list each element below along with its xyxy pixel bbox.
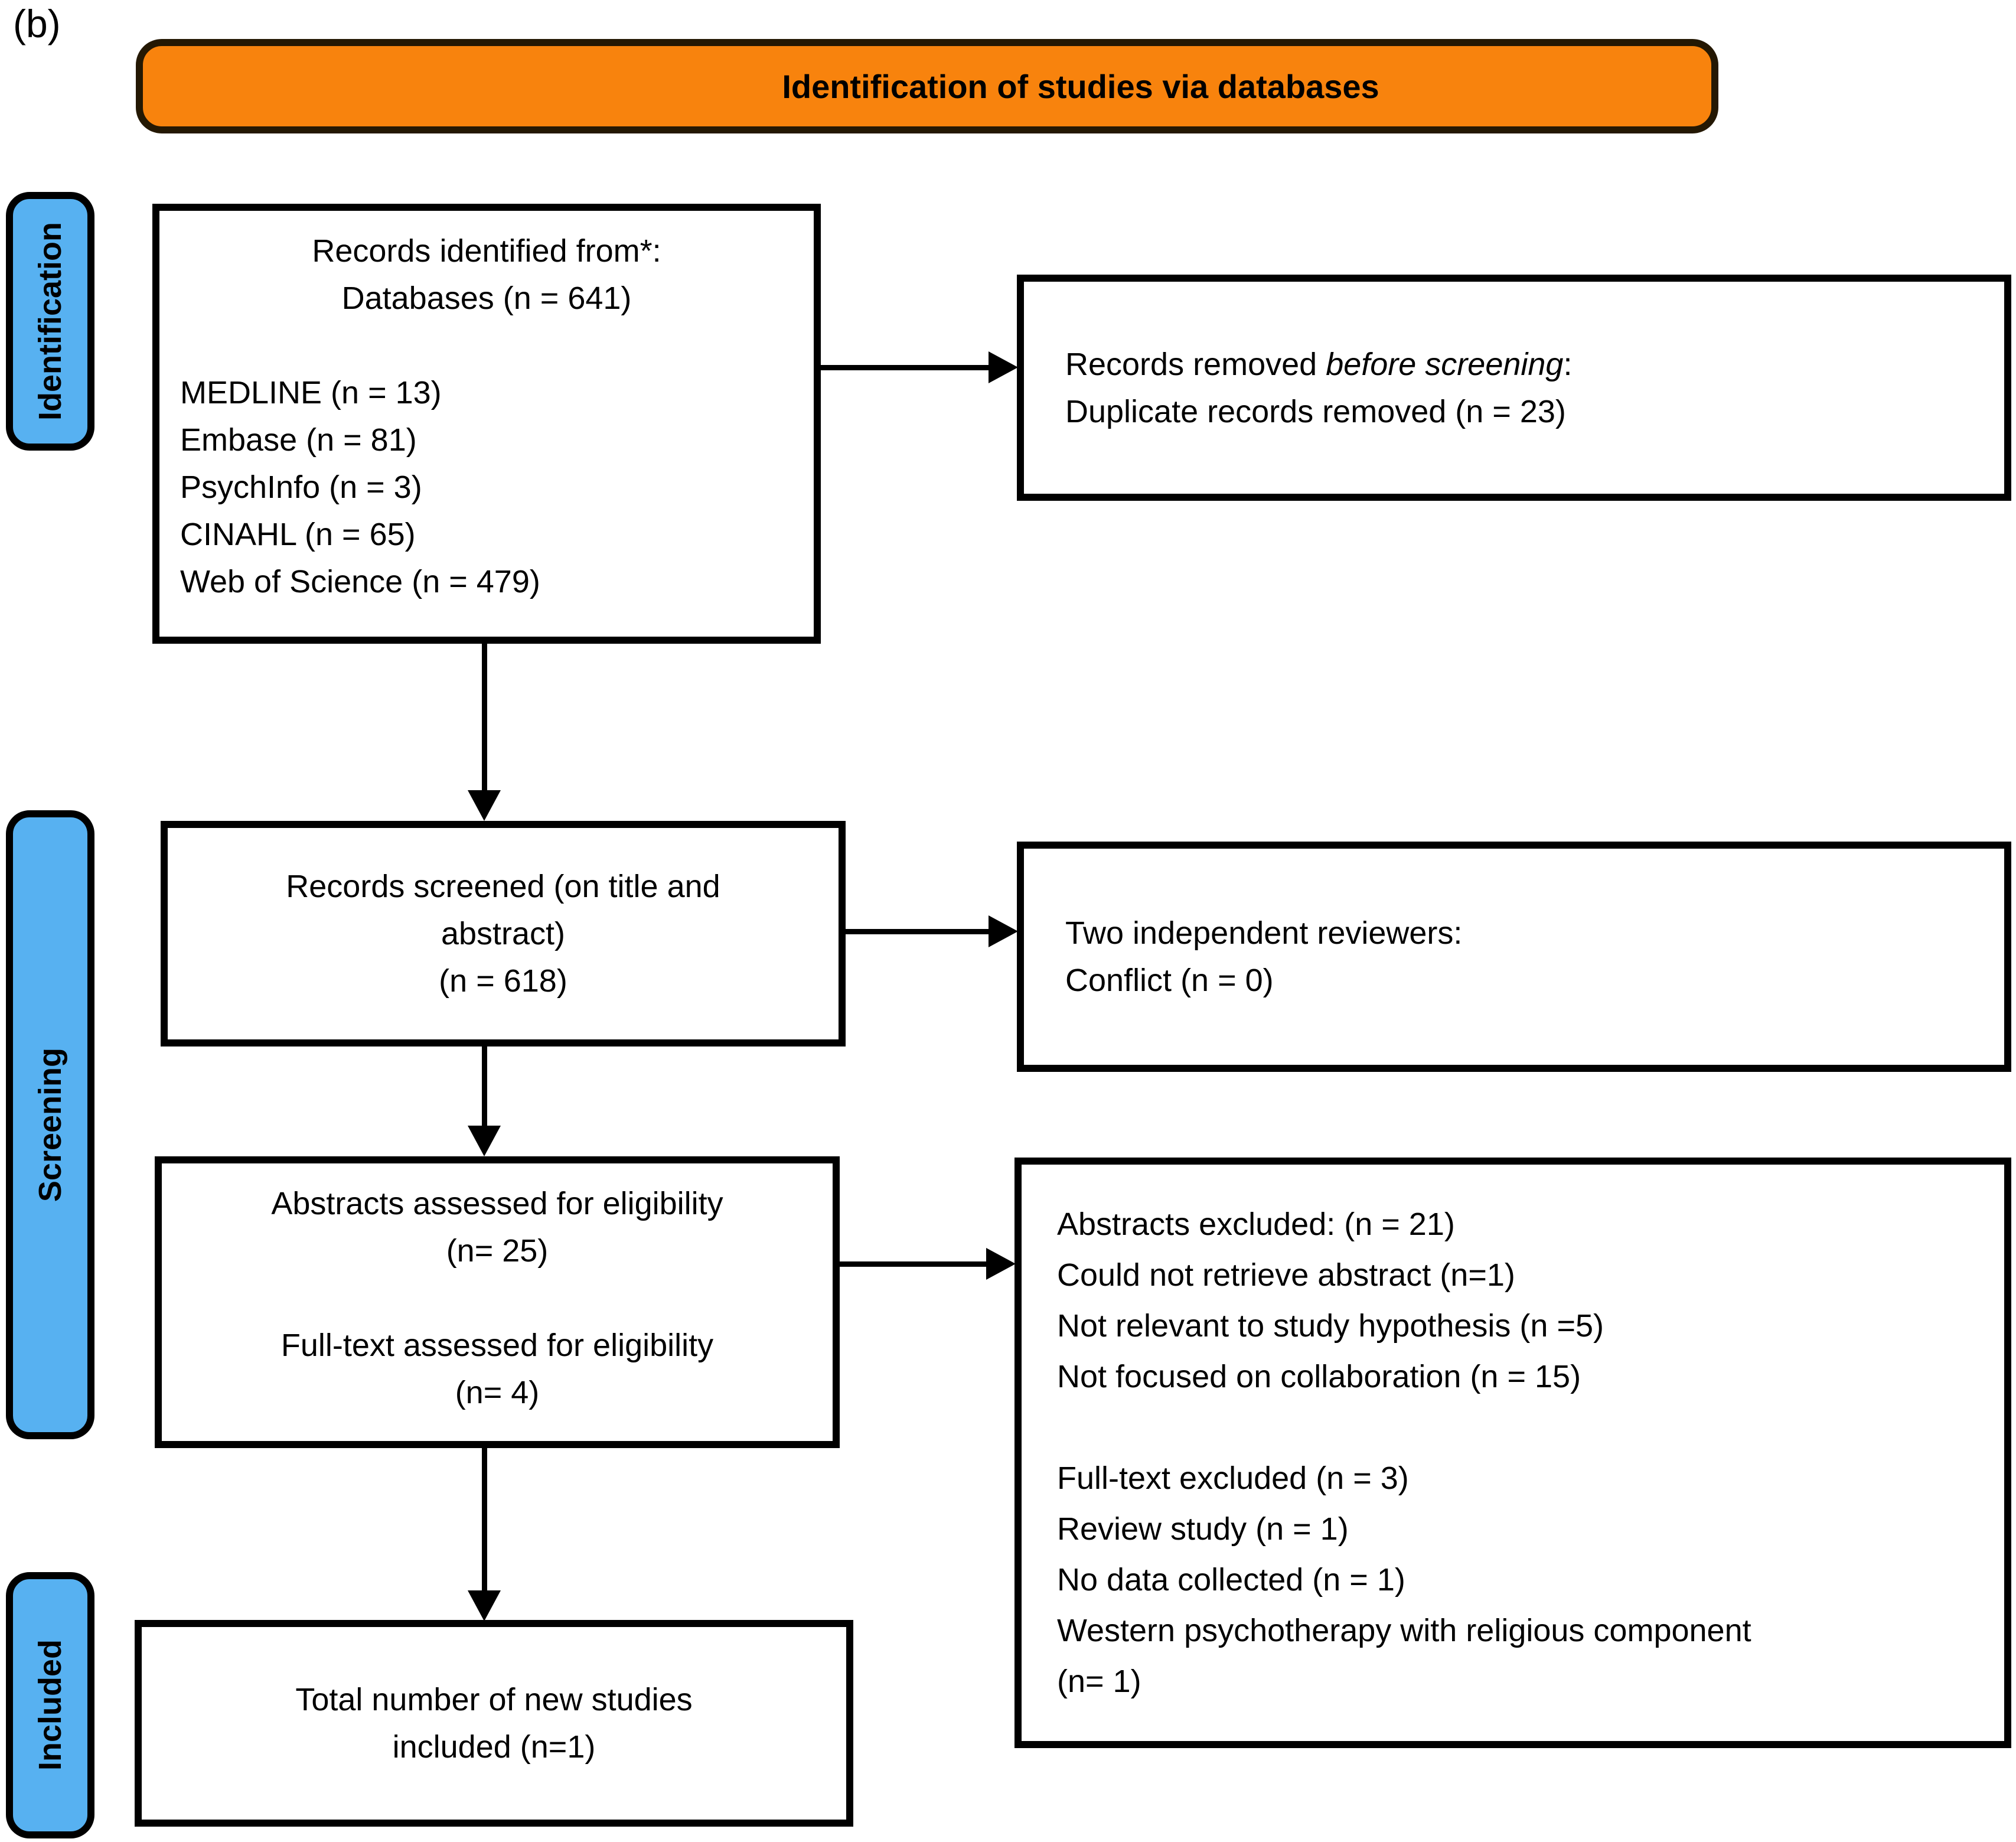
arrow-down-head [468,790,501,821]
flow-box-excluded: Abstracts excluded: (n = 21) Could not r… [1014,1158,2011,1748]
flow-box-assessed: Abstracts assessed for eligibility (n= 2… [155,1156,840,1448]
arrow-right-head [989,915,1018,947]
text-line: Total number of new studies [295,1682,693,1717]
arrow-right-head [989,351,1018,383]
arrow-line [846,929,989,934]
text-line: Two independent reviewers: [1065,915,1463,951]
stage-identification: Identification [6,192,94,451]
text-line: (n= 25) [446,1233,549,1269]
text-segment: Records removed [1065,346,1326,382]
figure-label: (b) [13,2,61,45]
flow-box-total-included: Total number of new studies included (n=… [135,1620,853,1827]
flow-box-records-removed: Records removed before screening: Duplic… [1017,275,2011,501]
text-line: (n = 618) [439,963,567,999]
text-line: Could not retrieve abstract (n=1) [1057,1257,1515,1293]
text-line: Not focused on collaboration (n = 15) [1057,1359,1581,1394]
arrow-line [482,1448,487,1593]
stage-identification-label: Identification [32,222,68,420]
stage-included: Included [6,1572,94,1838]
text-line: MEDLINE (n = 13) [180,375,442,410]
stage-included-label: Included [32,1639,68,1771]
text-line: Duplicate records removed (n = 23) [1065,393,1566,429]
text-line: Records identified from*: [312,233,661,269]
text-line: (n= 4) [455,1375,540,1410]
arrow-down-head [468,1126,501,1156]
text-line: Embase (n = 81) [180,422,417,458]
text-line: CINAHL (n = 65) [180,517,416,552]
text-line: Review study (n = 1) [1057,1511,1349,1547]
arrow-line [821,365,989,370]
text-line: Web of Science (n = 479) [180,564,540,599]
flow-box-records-screened: Records screened (on title and abstract)… [161,821,846,1046]
spacer-line [162,1274,833,1322]
arrow-line [840,1261,986,1267]
text-line: abstract) [441,916,566,951]
spacer-line [159,322,814,369]
text-segment-italic: before screening [1326,346,1564,382]
text-line: Not relevant to study hypothesis (n =5) [1057,1308,1604,1344]
text-line: Conflict (n = 0) [1065,963,1274,998]
text-line: Full-text excluded (n = 3) [1057,1460,1409,1496]
text-line: (n= 1) [1057,1664,1141,1699]
stage-screening: Screening [6,810,94,1439]
text-line: Databases (n = 641) [341,281,632,316]
text-line: Abstracts assessed for eligibility [271,1186,723,1221]
arrow-line [482,644,487,793]
header-title: Identification of studies via databases [782,67,1379,105]
arrow-right-head [986,1248,1016,1280]
text-line: included (n=1) [392,1729,596,1765]
arrow-down-head [468,1590,501,1621]
text-line: Full-text assessed for eligibility [280,1328,714,1363]
text-line: Abstracts excluded: (n = 21) [1057,1207,1455,1242]
stage-screening-label: Screening [32,1047,68,1202]
text-segment: : [1563,346,1573,382]
text-line: PsychInfo (n = 3) [180,470,422,505]
flow-box-reviewers: Two independent reviewers: Conflict (n =… [1017,842,2011,1072]
text-line: Western psychotherapy with religious com… [1057,1613,1751,1648]
text-line: Records screened (on title and [286,869,720,904]
text-line: No data collected (n = 1) [1057,1562,1405,1598]
text-line: Records removed before screening: [1065,341,2004,388]
flow-box-records-identified: Records identified from*: Databases (n =… [152,204,821,644]
header-banner: Identification of studies via databases [136,39,1718,133]
arrow-line [482,1046,487,1128]
spacer-line [1057,1402,1981,1453]
